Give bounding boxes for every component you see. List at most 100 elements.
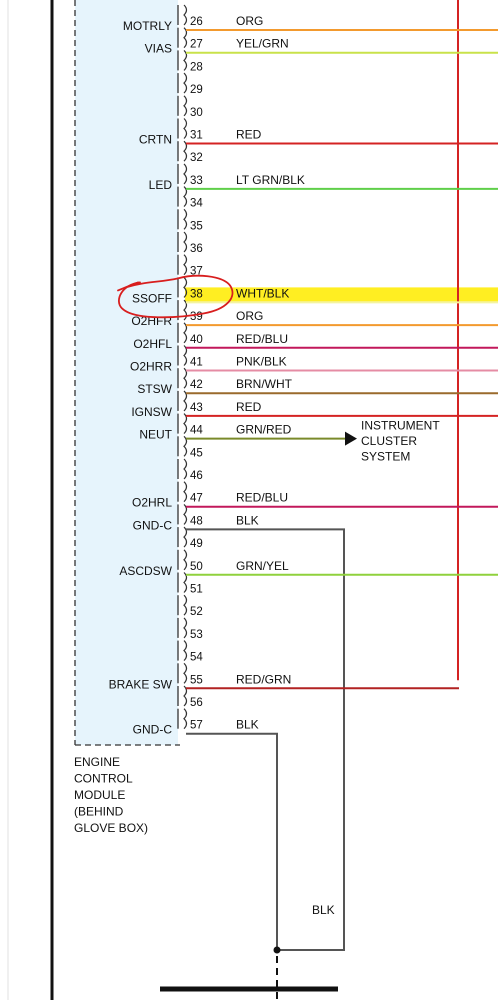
connector-bracket (183, 163, 188, 185)
signal-label-47: O2HRL (132, 496, 172, 510)
wire-color-label-57: BLK (236, 718, 259, 732)
connector-bracket (183, 481, 188, 503)
wire-color-label-26: ORG (236, 14, 263, 28)
pin-number-48: 48 (190, 515, 203, 527)
pin-number-32: 32 (190, 152, 203, 164)
pin-number-38: 38 (190, 288, 203, 300)
connector-bracket (183, 458, 188, 480)
pin-number-46: 46 (190, 470, 203, 482)
labels-layer: 26 MOTRLY ORG 27 VIAS YEL/GRN 28 29 30 31 CRTN RED 3… (74, 14, 440, 917)
wires-layer (50, 0, 498, 1000)
highlight-marker (185, 287, 498, 302)
highlight-layer (185, 287, 498, 302)
markup-layer (117, 274, 234, 319)
destination-label-line: INSTRUMENT (361, 419, 440, 433)
wire-color-label-43: RED (236, 400, 262, 414)
pin-number-57: 57 (190, 720, 203, 732)
pin-number-50: 50 (190, 561, 203, 573)
wire-color-label-39: ORG (236, 309, 263, 323)
pin-number-31: 31 (190, 130, 203, 142)
connector-bracket (183, 594, 188, 616)
signal-label-42: STSW (137, 382, 172, 396)
connector-bracket (183, 231, 188, 253)
splice-dot (273, 946, 281, 954)
wire-color-label-55: RED/GRN (236, 672, 291, 686)
pin-number-27: 27 (190, 39, 203, 51)
signal-label-55: BRAKE SW (109, 677, 173, 691)
wire-color-label-33: LT GRN/BLK (236, 173, 305, 187)
connector-bracket (183, 276, 188, 298)
connector-bracket (183, 95, 188, 117)
pin-number-45: 45 (190, 447, 203, 459)
pin-number-54: 54 (190, 652, 203, 664)
connector-bracket (183, 254, 188, 276)
signal-label-43: IGNSW (131, 405, 172, 419)
wire-color-label-48: BLK (236, 513, 259, 527)
pin-number-36: 36 (190, 243, 203, 255)
connector-bracket (183, 4, 188, 26)
pin-number-40: 40 (190, 334, 203, 346)
module-caption-line: ENGINE (74, 755, 120, 769)
wire-color-label-38: WHT/BLK (236, 286, 289, 300)
pin-number-42: 42 (190, 379, 203, 391)
module-caption-line: MODULE (74, 788, 125, 802)
signal-label-50: ASCDSW (119, 564, 172, 578)
wire-color-label-41: PNK/BLK (236, 355, 287, 369)
signal-label-31: CRTN (139, 133, 172, 147)
pin-number-53: 53 (190, 629, 203, 641)
signal-label-40: O2HFL (133, 337, 172, 351)
connector-bracket (183, 72, 188, 94)
wire-color-label-31: RED (236, 128, 262, 142)
wire-color-label-50: GRN/YEL (236, 559, 289, 573)
pin-number-56: 56 (190, 697, 203, 709)
pin-number-49: 49 (190, 538, 203, 550)
signal-label-41: O2HRR (130, 360, 172, 374)
wire-color-label-44: GRN/RED (236, 423, 292, 437)
pin-number-33: 33 (190, 175, 203, 187)
signal-label-27: VIAS (145, 42, 172, 56)
markup-tail (117, 281, 139, 292)
signal-label-48: GND-C (133, 518, 173, 532)
signal-label-33: LED (149, 178, 173, 192)
connector-bracket (183, 708, 188, 730)
markup-circle (118, 274, 234, 319)
destination-label-line: CLUSTER (361, 434, 417, 448)
wire-color-label-42: BRN/WHT (236, 377, 293, 391)
pin-number-44: 44 (190, 425, 203, 437)
arrow-icon (345, 431, 357, 446)
connector-bracket (183, 662, 188, 684)
pin-number-55: 55 (190, 674, 203, 686)
pin-number-41: 41 (190, 357, 203, 369)
wire-color-label-40: RED/BLU (236, 332, 288, 346)
ecm-module-box (75, 0, 178, 745)
connector-bracket (183, 549, 188, 571)
connector-bracket (183, 208, 188, 230)
pin-number-29: 29 (190, 84, 203, 96)
pin-number-28: 28 (190, 61, 203, 73)
signal-label-26: MOTRLY (123, 19, 172, 33)
signal-label-38: SSOFF (132, 291, 172, 305)
ground-wire-label: BLK (312, 903, 335, 917)
wire-color-label-27: YEL/GRN (236, 37, 289, 51)
pin-number-52: 52 (190, 606, 203, 618)
signal-label-44: NEUT (139, 428, 172, 442)
module-caption-line: GLOVE BOX) (74, 821, 148, 835)
pin-number-43: 43 (190, 402, 203, 414)
pin-number-37: 37 (190, 266, 203, 278)
pin-number-47: 47 (190, 493, 203, 505)
wire-48-ground (186, 528, 345, 951)
signal-label-57: GND-C (133, 723, 173, 737)
ecm-module-layer (7, 0, 188, 1000)
destination-label-line: SYSTEM (361, 450, 410, 464)
module-caption-line: (BEHIND (74, 805, 124, 819)
wire-57-ground (186, 732, 278, 950)
pin-number-51: 51 (190, 584, 203, 596)
pin-number-34: 34 (190, 198, 203, 210)
pin-number-39: 39 (190, 311, 203, 323)
module-caption-line: CONTROL (74, 772, 133, 786)
pin-number-26: 26 (190, 16, 203, 28)
connector-bracket (183, 118, 188, 139)
pin-number-30: 30 (190, 107, 203, 119)
connector-bracket (183, 640, 188, 662)
